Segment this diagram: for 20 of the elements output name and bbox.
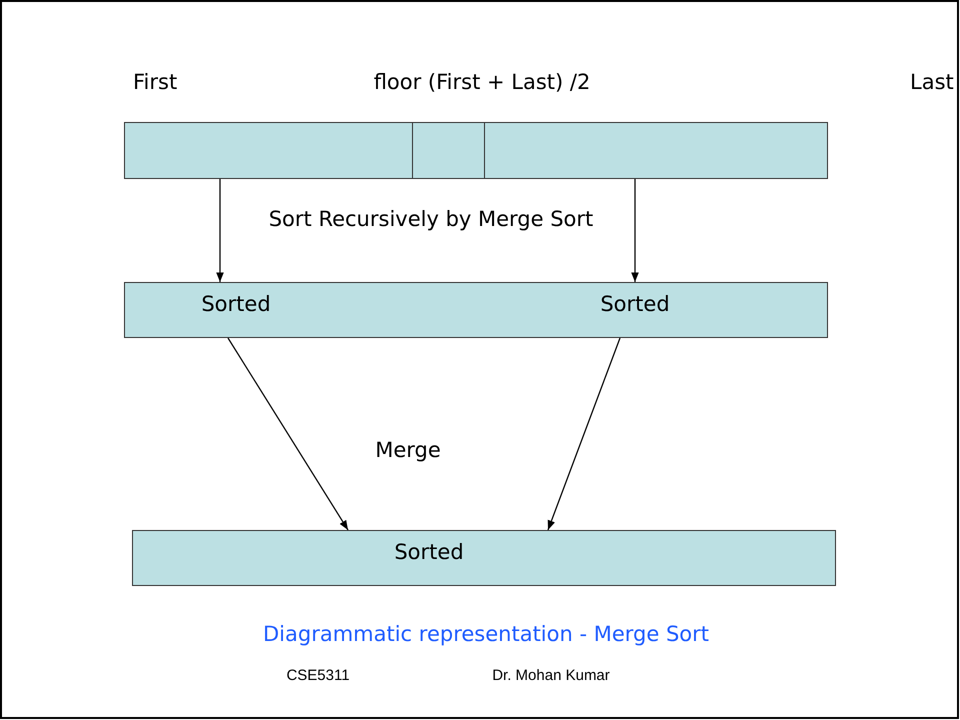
step-label: Merge [375,438,441,462]
array-segment [484,122,828,179]
caption: Diagrammatic representation - Merge Sort [263,622,709,646]
axis-label: Last [910,70,954,94]
arrow [228,338,348,530]
axis-label: floor (First + Last) /2 [374,70,590,94]
arrow [216,179,224,282]
footer-text: Dr. Mohan Kumar [492,667,610,684]
bar-label: Sorted [600,292,670,316]
footer-text: CSE5311 [286,667,350,684]
arrow [547,338,621,530]
array-bar [132,530,836,586]
bar-label: Sorted [201,292,271,316]
axis-label: First [133,70,178,94]
array-segment [124,122,413,179]
array-segment [412,122,485,179]
array-bar [124,282,828,338]
bar-label: Sorted [394,540,464,564]
arrow [631,179,639,282]
step-label: Sort Recursively by Merge Sort [268,207,594,231]
